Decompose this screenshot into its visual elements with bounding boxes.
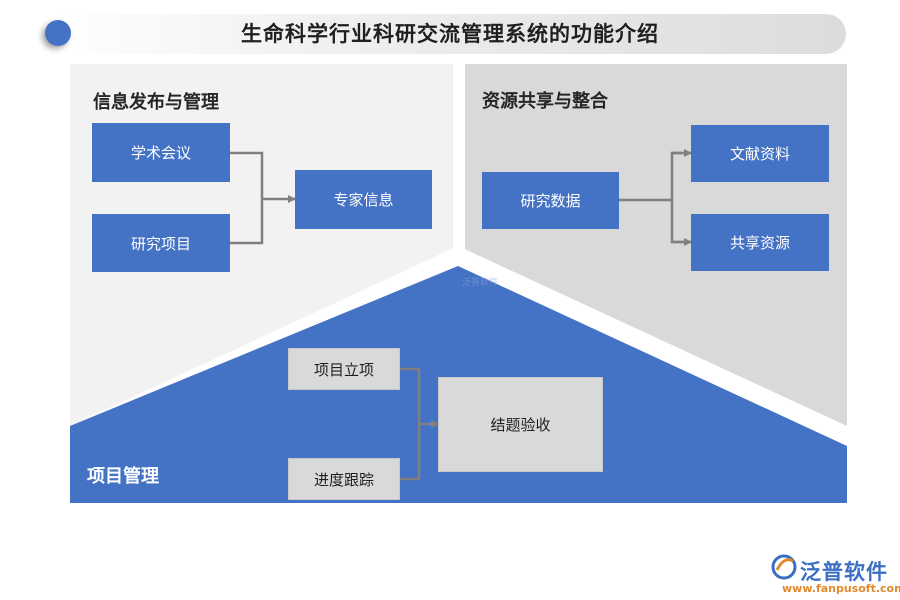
resource-section-title: 资源共享与整合 (482, 91, 608, 112)
project-connectors (400, 367, 439, 481)
logo-url: www.fanpusoft.com (782, 582, 900, 595)
project-initiation-box: 项目立项 (288, 348, 400, 390)
title-bar (48, 14, 846, 54)
resource-connectors (619, 149, 692, 246)
completion-acceptance-box: 结题验收 (438, 377, 603, 472)
logo-name: 泛普软件 (800, 560, 888, 584)
page-title: 生命科学行业科研交流管理系统的功能介绍 (241, 21, 659, 46)
fanpu-logo-icon (771, 554, 797, 580)
literature-box: 文献资料 (691, 125, 829, 182)
academic-conference-box: 学术会议 (92, 123, 230, 182)
research-project-box: 研究项目 (92, 214, 230, 272)
research-data-box: 研究数据 (482, 172, 619, 229)
project-section-title: 项目管理 (87, 466, 159, 487)
title-bullet-icon (45, 20, 71, 46)
expert-info-box: 专家信息 (295, 170, 432, 229)
progress-tracking-box: 进度跟踪 (288, 458, 400, 500)
watermark: 泛普软件 (462, 278, 499, 288)
info-section-title: 信息发布与管理 (93, 92, 219, 113)
shared-resources-box: 共享资源 (691, 214, 829, 271)
info-connectors (230, 151, 296, 245)
